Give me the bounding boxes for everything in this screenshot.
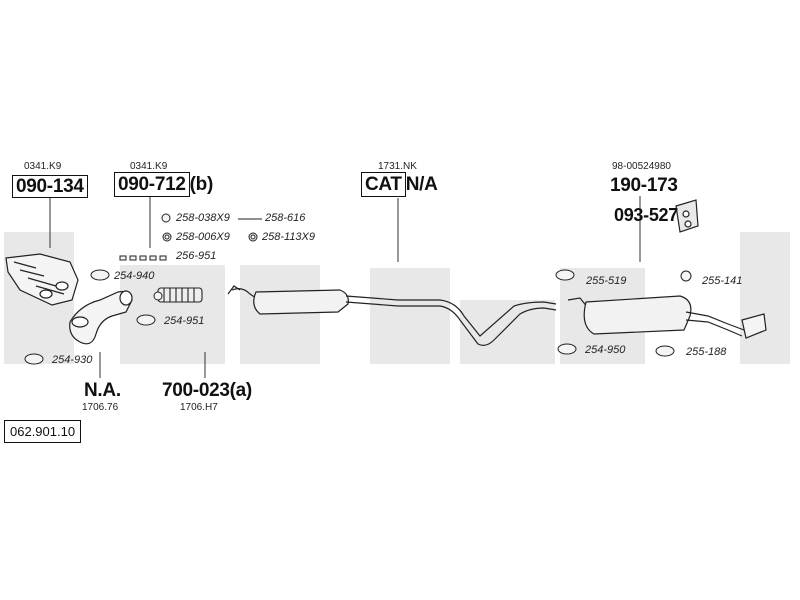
diagram-id: 062.901.10 — [4, 420, 82, 443]
leader-lines — [49, 196, 641, 378]
flexpipe-part-code[interactable]: 090-712(b) — [114, 172, 214, 197]
manifold-part-code[interactable]: 090-134 — [12, 175, 88, 198]
flex-pipe — [157, 287, 203, 303]
rear-ref: 98-00524980 — [612, 161, 671, 172]
gasket-label-3[interactable]: 258-006X9 — [176, 231, 230, 243]
gasket-label-7[interactable]: 254-951 — [164, 315, 205, 327]
gasket-label-6[interactable]: 254-940 — [114, 270, 155, 282]
front-pipe-ref: 1706.H7 — [180, 402, 218, 413]
cat-code-box: CAT — [361, 172, 406, 197]
gasket-label-10[interactable]: 255-141 — [702, 275, 743, 287]
cat-suffix: N/A — [405, 174, 438, 195]
gasket-label-5[interactable]: 256-951 — [176, 250, 217, 262]
gasket-label-4[interactable]: 258-113X9 — [262, 231, 316, 243]
flexpipe-ref: 0341.K9 — [130, 161, 168, 172]
gasket-icons — [24, 213, 692, 365]
exhaust-manifold — [5, 253, 79, 306]
na-part-code[interactable]: N.A. — [84, 380, 121, 401]
flexpipe-code-box: 090-712 — [114, 172, 190, 197]
gasket-label-2[interactable]: 258-616 — [265, 212, 306, 224]
manifold-ref: 0341.K9 — [24, 161, 62, 172]
rubber-mount — [675, 199, 699, 233]
downpipe — [69, 290, 133, 345]
rear-part-code[interactable]: 190-173 — [610, 175, 678, 196]
front-pipe-part-code[interactable]: 700-023(a) — [162, 380, 252, 401]
cat-ref: 1731.NK — [378, 161, 417, 172]
gasket-label-8[interactable]: 254-930 — [52, 354, 93, 366]
na-ref: 1706.76 — [82, 402, 119, 413]
gasket-label-1[interactable]: 258-038X9 — [176, 212, 230, 224]
rear-silencer — [567, 295, 767, 339]
gasket-label-11[interactable]: 254-950 — [585, 344, 626, 356]
rear-mount-code[interactable]: 093-527 — [614, 205, 678, 225]
front-pipe-cat — [227, 285, 557, 346]
gasket-label-12[interactable]: 255-188 — [686, 346, 727, 358]
gasket-label-9[interactable]: 255-519 — [586, 275, 627, 287]
flexpipe-suffix: (b) — [189, 174, 214, 195]
